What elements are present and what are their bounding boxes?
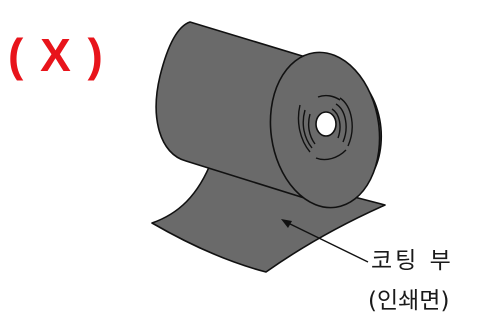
core-hole [316, 112, 336, 136]
callout-label-coating: 코팅 부 [371, 250, 486, 273]
callout-label-print-side: (인쇄면) [368, 290, 486, 313]
incorrect-marker: ( X ) [8, 32, 105, 78]
